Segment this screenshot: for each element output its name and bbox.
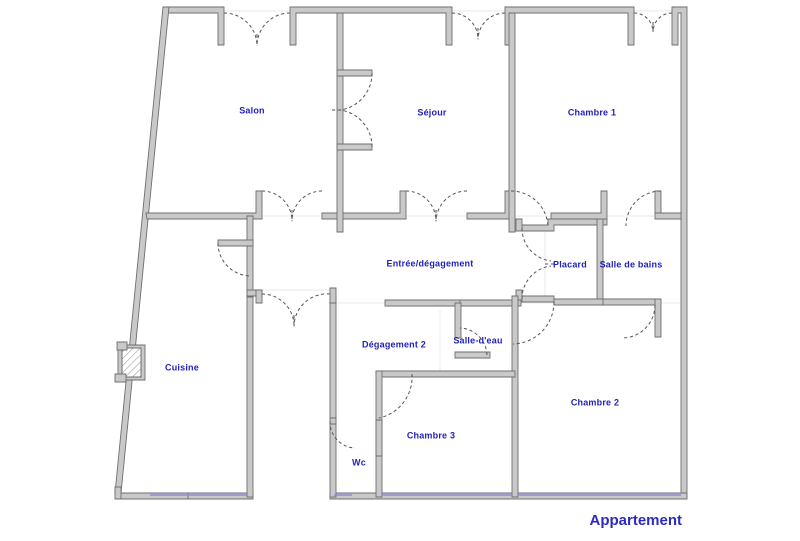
room-label-entree: Entrée/dégagement — [387, 258, 474, 268]
wall-mid-h-seg4 — [550, 190, 608, 220]
door-arc-chambre1 — [510, 190, 549, 229]
door-arc-salon-sejour-lower — [339, 109, 373, 148]
wall-bottom-left2 — [187, 492, 254, 500]
wall-chambre3-top — [375, 370, 516, 378]
room-label-degagement2: Dégagement 2 — [362, 339, 426, 349]
wall-deg2-upper — [329, 287, 337, 304]
room-label-chambre3: Chambre 3 — [407, 430, 455, 440]
wall-mid-h-seg1 — [145, 190, 263, 220]
door-arc-salle-deau — [459, 327, 488, 356]
door-arc-deg2-left — [261, 293, 295, 327]
wall-top-seg3 — [504, 6, 635, 46]
door-arc-chambre2 — [512, 301, 555, 345]
wall-entree-bottom — [384, 299, 464, 307]
wall-deg2-left — [329, 295, 337, 498]
wall-top-seg1 — [162, 6, 225, 46]
room-label-cuisine: Cuisine — [165, 362, 199, 372]
plan-title: Appartement — [589, 512, 682, 529]
wall-corridor-left-v — [255, 289, 263, 304]
wall-bottom-mid — [329, 492, 688, 500]
chimney-hatch-icon — [121, 347, 142, 378]
door-arc-salon-top-left — [223, 12, 258, 47]
walls — [113, 6, 688, 500]
wall-sejour-jamb-bot — [336, 143, 373, 151]
door-arc-cuisine — [217, 242, 252, 277]
wall-chimney-jog-bot — [114, 373, 127, 383]
door-arc-sejour-top-right — [477, 12, 506, 40]
wall-cuisine-jamb — [217, 239, 254, 247]
wall-sdeau-bottom — [454, 351, 491, 359]
wall-sdb-bottom — [553, 298, 607, 306]
wall-sdb-bottom2 — [602, 298, 656, 306]
door-arc-wc — [329, 420, 356, 449]
wall-mid-h-seg5 — [654, 190, 682, 220]
door-arc-chambre1-top-left — [633, 12, 654, 33]
wall-placard-bottom — [521, 295, 555, 303]
wall-chimney-jog-top — [116, 341, 128, 351]
wall-placard-top — [521, 218, 608, 232]
wall-deg2-sdeau — [454, 302, 462, 339]
wall-cuisine-right2 — [246, 239, 254, 298]
room-label-wc: Wc — [352, 457, 366, 467]
wall-left-slanted — [114, 6, 170, 494]
wall-sejour-chambre1 — [508, 12, 516, 233]
door-arc-chambre3 — [378, 373, 413, 419]
wall-sejour-jamb-top — [336, 69, 373, 77]
door-arc-salon-sejour-upper — [339, 72, 373, 111]
wall-cuisine-right3 — [246, 296, 254, 498]
wall-entree-placard — [515, 218, 523, 232]
wall-top-seg2 — [289, 6, 453, 46]
door-arc-chambre1-top-right — [652, 12, 673, 33]
guide-lines — [150, 10, 680, 372]
room-label-chambre2: Chambre 2 — [571, 397, 619, 407]
wall-cuisine-right — [246, 215, 254, 241]
door-arc-deg2-right — [293, 293, 331, 327]
wall-left-bottom-corner — [114, 486, 122, 500]
room-label-placard: Placard — [553, 259, 587, 269]
door-arc-placard-lower — [521, 265, 552, 300]
wall-salon-sejour — [336, 12, 344, 233]
room-label-salle-de-bains: Salle de bains — [600, 259, 663, 269]
room-label-sejour: Séjour — [417, 107, 447, 117]
door-arc-chambre2-right — [621, 304, 656, 339]
wall-mid-h-seg3 — [466, 190, 512, 220]
wall-sdeau-chambre2 — [511, 295, 519, 498]
wall-chambre2-right-jamb — [654, 298, 662, 338]
wall-wc-jamb — [329, 417, 337, 425]
door-arc-salle-de-bains — [625, 190, 662, 227]
wall-mid-h-seg2 — [321, 190, 407, 220]
room-label-chambre1: Chambre 1 — [568, 107, 616, 117]
room-labels: Salon Séjour Chambre 1 Entrée/dégagement… — [165, 105, 662, 467]
room-label-salle-deau: Salle-d'eau — [453, 335, 502, 345]
wall-top-seg4 — [671, 6, 688, 498]
room-label-salon: Salon — [239, 105, 265, 115]
door-arc-placard-upper — [521, 227, 552, 262]
door-arc-sejour-top-left — [451, 12, 479, 40]
door-arc-entree-right2 — [435, 190, 468, 222]
wall-chambre3-jamb — [375, 419, 383, 457]
door-arc-salon-top-right — [256, 12, 291, 47]
doors — [217, 12, 673, 449]
